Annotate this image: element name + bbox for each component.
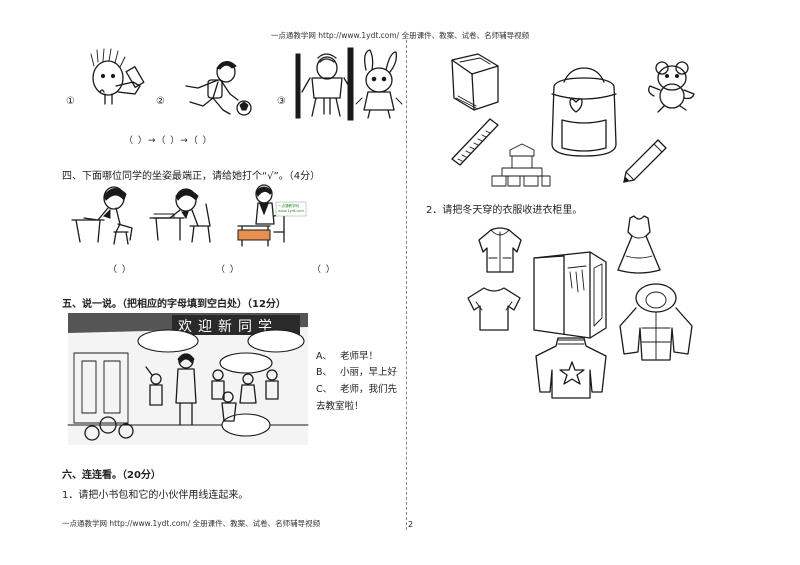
boy-drinking-picture bbox=[90, 48, 145, 105]
section-5-title: 五、说一说。（把相应的字母填到空白处）（12分） bbox=[62, 299, 286, 310]
label-3: ③ bbox=[277, 96, 286, 107]
option-c-text-cont: 去教室啦！ bbox=[316, 401, 364, 412]
winter-coat-picture bbox=[619, 283, 693, 361]
q6-sub1: 1．请把小书包和它的小伙伴用线连起来。 bbox=[62, 490, 249, 501]
welcome-banner: 欢迎新同学 bbox=[178, 319, 278, 335]
page-number: 2 bbox=[408, 520, 414, 529]
section-4-title: 四、下面哪位同学的坐姿最端正，请给她打个“√”。（4分） bbox=[62, 171, 321, 182]
teddy-bear-picture bbox=[648, 61, 695, 113]
book-picture bbox=[451, 53, 499, 111]
option-c-text: 老师，我们先 bbox=[340, 384, 398, 395]
student-sitting-1-picture bbox=[71, 186, 133, 245]
posture-blank-1[interactable]: （ ） bbox=[108, 265, 132, 275]
svg-text:www.1ydt.com: www.1ydt.com bbox=[278, 209, 304, 213]
option-b-text: 小丽，早上好 bbox=[340, 367, 398, 378]
q6-sub2: 2．请把冬天穿的衣服收进衣柜里。 bbox=[426, 205, 583, 216]
blocks-picture bbox=[491, 143, 551, 187]
option-a-text: 老师早！ bbox=[340, 351, 379, 362]
wardrobe-picture bbox=[533, 251, 607, 339]
jacket-picture bbox=[478, 227, 522, 273]
ruler-picture bbox=[451, 118, 499, 166]
posture-blank-2[interactable]: （ ） bbox=[216, 265, 240, 275]
page-footer: 一点通教学网 http://www.1ydt.com/ 全册课件、教案、试卷、名… bbox=[62, 519, 321, 528]
page-header: 一点通教学网 http://www.1ydt.com/ 全册课件、教案、试卷、名… bbox=[270, 31, 530, 40]
label-1: ① bbox=[66, 96, 75, 107]
order-blanks[interactable]: （ ）→（ ）→（ ） bbox=[124, 136, 213, 146]
posture-blank-3[interactable]: （ ） bbox=[312, 265, 336, 275]
school-welcome-picture: 欢迎新同学 bbox=[67, 313, 309, 445]
sweater-picture bbox=[535, 337, 607, 399]
section-6-title: 六、连连看。（20分） bbox=[62, 470, 161, 481]
student-sitting-2-picture bbox=[149, 188, 211, 243]
label-2: ② bbox=[156, 96, 165, 107]
option-b-letter: B、 bbox=[316, 367, 333, 378]
student-sitting-3-picture: 一点通教学网 www.1ydt.com bbox=[237, 184, 307, 247]
dress-picture bbox=[617, 215, 661, 274]
column-divider bbox=[406, 40, 407, 530]
door-scene-picture bbox=[295, 47, 403, 121]
svg-text:一点通教学网: 一点通教学网 bbox=[278, 203, 299, 208]
boy-running-picture bbox=[185, 61, 252, 116]
tshirt-picture bbox=[467, 287, 521, 331]
option-a-letter: A、 bbox=[316, 351, 332, 362]
option-c-letter: C、 bbox=[316, 384, 333, 395]
schoolbag-picture bbox=[551, 67, 617, 157]
pencil-picture bbox=[622, 139, 667, 184]
